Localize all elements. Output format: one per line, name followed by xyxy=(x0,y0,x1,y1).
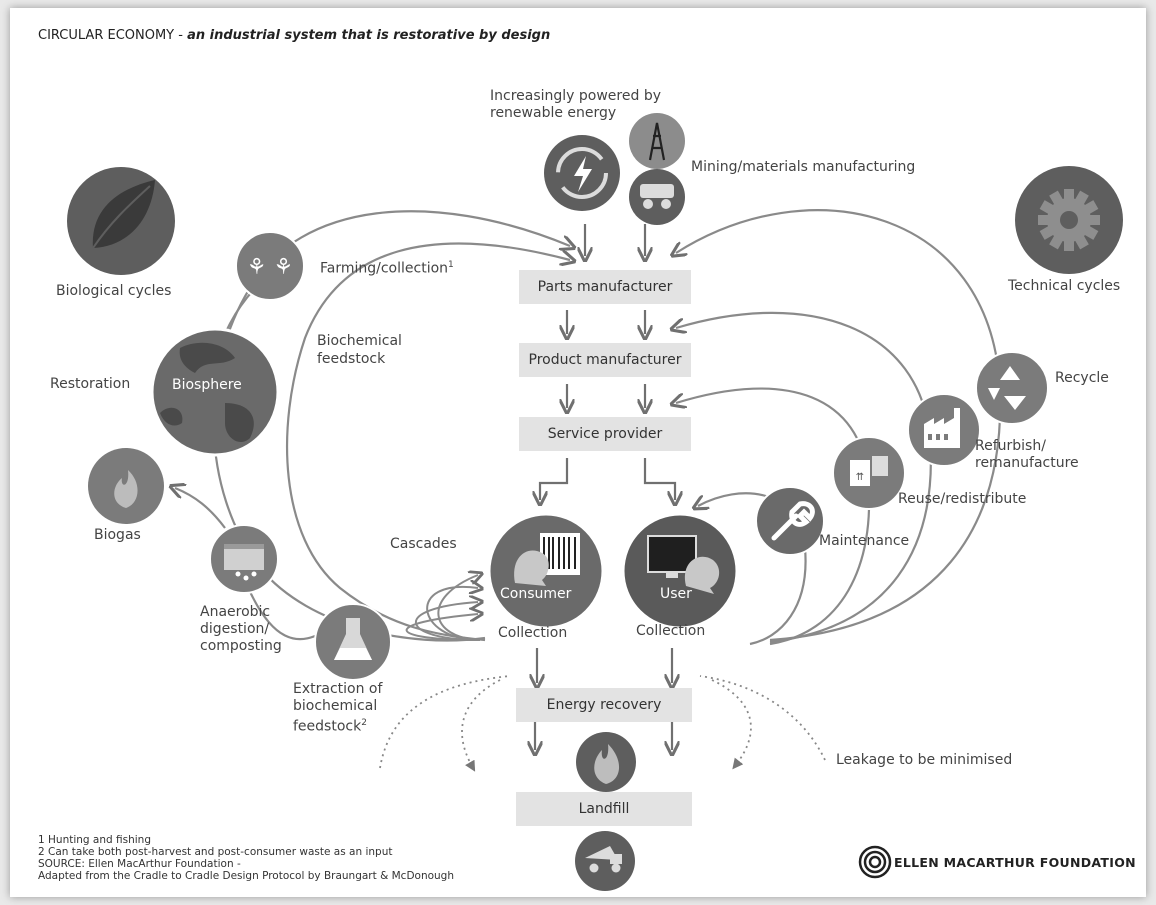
refurbish-label-2: remanufacture xyxy=(975,455,1079,471)
svg-text:⚘ ⚘: ⚘ ⚘ xyxy=(247,255,293,280)
leakage-outer-left xyxy=(379,675,511,769)
energy-recovery-box: Energy recovery xyxy=(516,688,692,722)
parts-manufacturer-box: Parts manufacturer xyxy=(519,270,691,304)
biological-cycles-icon xyxy=(67,167,175,275)
leakage-label: Leakage to be minimised xyxy=(836,752,1013,768)
reuse-boxes-icon: ⇈ xyxy=(832,436,906,510)
anaerobic-to-biogas-arrow xyxy=(175,488,226,529)
foundation-logo-text: ELLEN MACARTHUR FOUNDATION xyxy=(894,854,1136,870)
gear-tooth xyxy=(1064,239,1074,251)
biogas-label: Biogas xyxy=(94,527,141,543)
technical-cycles-gear-icon xyxy=(1015,166,1123,274)
extraction-label-1: Extraction of xyxy=(293,681,383,697)
diagram-canvas: ⚘ ⚘ xyxy=(67,113,1123,891)
landfill-flame-icon xyxy=(576,732,636,792)
biosphere-label: Biosphere xyxy=(172,377,242,393)
mining-truck-icon xyxy=(629,169,685,225)
bio-inner-arc xyxy=(286,242,570,642)
cascade-arc-4 xyxy=(405,614,480,641)
gear-tooth xyxy=(1064,189,1074,201)
wrench-icon xyxy=(755,486,825,556)
foundation-logo: ELLEN MACARTHUR FOUNDATION xyxy=(852,844,1136,880)
extraction-label-3: feedstock2 xyxy=(293,718,367,735)
central-arrows xyxy=(535,224,675,750)
source-line: SOURCE: Ellen MacArthur Foundation - xyxy=(38,858,241,870)
extraction-flask-icon xyxy=(314,603,392,681)
restoration-label: Restoration xyxy=(50,376,131,392)
consumer-head-icon xyxy=(514,550,549,586)
factory-icon xyxy=(907,393,981,467)
biogas-icon xyxy=(88,448,164,524)
biological-cycles-heading: Biological cycles xyxy=(56,283,172,299)
anaerobic-label-2: digestion/ xyxy=(200,621,270,637)
title-subtitle: an industrial system that is restorative… xyxy=(187,28,551,43)
recycle-icon xyxy=(975,351,1049,425)
refurbish-label-1: Refurbish/ xyxy=(975,438,1046,454)
biosphere-globe xyxy=(150,327,280,457)
cascades-label: Cascades xyxy=(390,536,457,552)
reuse-label: Reuse/redistribute xyxy=(898,491,1027,507)
leakage-inner-right xyxy=(711,679,752,770)
cascade-arc-1 xyxy=(437,575,480,641)
consumer-icon xyxy=(487,512,605,630)
adapted-line: Adapted from the Cradle to Cradle Design… xyxy=(38,870,455,882)
foundation-logo-icon xyxy=(858,845,892,879)
renewable-energy-icon xyxy=(544,135,620,211)
cascade-arcs xyxy=(405,575,480,641)
user-icon xyxy=(621,512,739,630)
landfill-box: Landfill xyxy=(516,792,692,826)
energy-label-line1: Increasingly powered by xyxy=(490,88,661,104)
mining-label: Mining/materials manufacturing xyxy=(691,159,916,175)
biochemical-feedstock-label-2: feedstock xyxy=(317,351,386,367)
leakage-outer-right xyxy=(699,675,826,761)
arrow-service-consumer xyxy=(540,458,569,500)
user-label: User xyxy=(660,586,692,602)
extraction-label-2: biochemical xyxy=(293,698,378,714)
leakage-arcs xyxy=(379,675,826,772)
collection-right-label: Collection xyxy=(636,623,706,639)
service-provider-box: Service provider xyxy=(519,417,691,451)
biochemical-feedstock-label-1: Biochemical xyxy=(317,333,402,349)
product-manufacturer-box: Product manufacturer xyxy=(519,343,691,377)
cascade-arc-2 xyxy=(426,587,480,641)
anaerobic-label-1: Anaerobic xyxy=(200,604,271,620)
title-main: CIRCULAR ECONOMY xyxy=(38,28,175,43)
technical-cycles-heading: Technical cycles xyxy=(1008,278,1121,294)
gear-tooth xyxy=(1038,215,1050,225)
recycle-label: Recycle xyxy=(1055,370,1109,386)
footnote-2: 2 Can take both post-harvest and post-co… xyxy=(38,846,393,858)
user-head-icon xyxy=(684,556,720,594)
arrow-service-user xyxy=(643,458,675,500)
diagram-title: CIRCULAR ECONOMY - an industrial system … xyxy=(38,28,551,43)
landfill-truck-icon xyxy=(575,831,635,891)
footnote-1: 1 Hunting and fishing xyxy=(38,834,151,846)
svg-text:⇈: ⇈ xyxy=(856,472,864,483)
consumer-label: Consumer xyxy=(500,586,572,602)
gear-tooth xyxy=(1088,215,1100,225)
mining-tower-icon xyxy=(629,113,685,169)
leakage-inner-left xyxy=(461,679,501,772)
farming-label: Farming/collection1 xyxy=(320,260,454,277)
footnotes: 1 Hunting and fishing 2 Can take both po… xyxy=(38,834,454,882)
collection-left-label: Collection xyxy=(498,625,568,641)
diagram-page: CIRCULAR ECONOMY - an industrial system … xyxy=(10,8,1146,897)
anaerobic-icon xyxy=(209,524,279,594)
energy-label-line2: renewable energy xyxy=(490,105,617,121)
farming-icon: ⚘ ⚘ xyxy=(235,231,305,301)
anaerobic-label-3: composting xyxy=(200,638,282,654)
maintenance-label: Maintenance xyxy=(819,533,910,549)
